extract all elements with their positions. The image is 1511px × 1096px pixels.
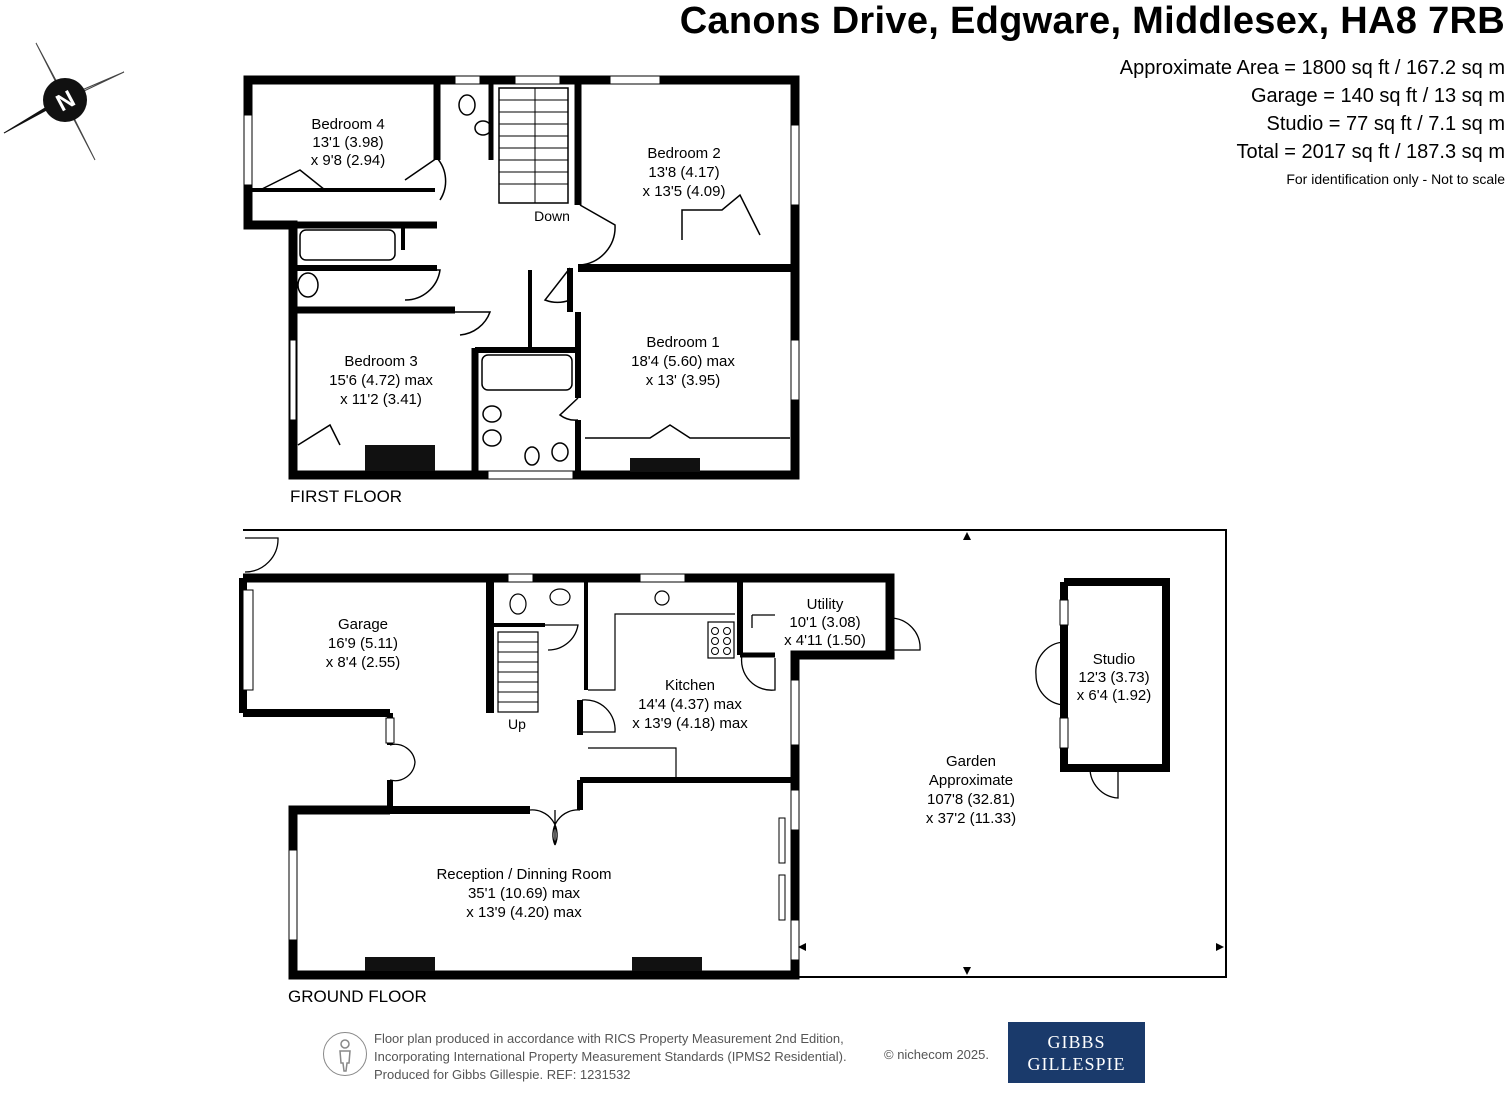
stairs-label: Up: [508, 716, 526, 732]
room-dimension: 16'9 (5.11): [328, 635, 398, 652]
room-dimension: x 6'4 (1.92): [1077, 687, 1152, 704]
room-dimension: x 13' (3.95): [646, 372, 721, 389]
room-name: Bedroom 3: [344, 353, 417, 370]
ground-floor-plan: [239, 529, 1227, 980]
agent-logo: GIBBS GILLESPIE: [1008, 1022, 1145, 1083]
room-dimension: x 8'4 (2.55): [326, 654, 401, 671]
room-dimension: x 13'9 (4.20) max: [466, 904, 582, 921]
room-name: Bedroom 4: [311, 116, 384, 133]
room-dimension: 13'1 (3.98): [312, 134, 383, 151]
room-name: Bedroom 2: [647, 145, 720, 162]
room-dimension: 10'1 (3.08): [789, 614, 860, 631]
room-name: Garden: [946, 753, 996, 770]
area-line: Total = 2017 sq ft / 187.3 sq m: [1236, 141, 1506, 163]
person-icon: [323, 1032, 367, 1076]
room-dimension: x 37'2 (11.33): [926, 810, 1016, 827]
room-dimension: 13'8 (4.17): [648, 164, 719, 181]
footer-line: Floor plan produced in accordance with R…: [374, 1031, 844, 1046]
first-floor-plan: [243, 75, 800, 480]
area-line: Approximate Area = 1800 sq ft / 167.2 sq…: [1119, 57, 1505, 79]
room-note: Approximate: [929, 772, 1013, 789]
room-dimension: 14'4 (4.37) max: [638, 696, 742, 713]
logo-line: GILLESPIE: [1027, 1054, 1126, 1074]
room-dimension: 35'1 (10.69) max: [468, 885, 581, 902]
floor-label: GROUND FLOOR: [288, 987, 427, 1006]
footer-notes: Floor plan produced in accordance with R…: [374, 1030, 847, 1084]
room-name: Reception / Dinning Room: [436, 866, 611, 883]
area-line: Studio = 77 sq ft / 7.1 sq m: [1266, 113, 1505, 135]
room-name: Utility: [807, 596, 844, 613]
room-dimension: 15'6 (4.72) max: [329, 372, 433, 389]
disclaimer-note: For identification only - Not to scale: [1286, 171, 1505, 187]
floor-label: FIRST FLOOR: [290, 487, 402, 506]
logo-line: GIBBS: [1047, 1032, 1106, 1052]
stairs-label: Down: [534, 208, 570, 224]
room-dimension: 107'8 (32.81): [927, 791, 1015, 808]
room-name: Bedroom 1: [646, 334, 719, 351]
copyright-text: © nichecom 2025.: [884, 1047, 989, 1062]
room-dimension: x 13'5 (4.09): [643, 183, 726, 200]
room-name: Studio: [1093, 651, 1136, 668]
footer-line: Produced for Gibbs Gillespie. REF: 12315…: [374, 1067, 631, 1082]
room-dimension: 18'4 (5.60) max: [631, 353, 735, 370]
room-dimension: x 9'8 (2.94): [311, 152, 386, 169]
room-dimension: x 11'2 (3.41): [340, 391, 422, 408]
room-name: Kitchen: [665, 677, 715, 694]
area-summary: Approximate Area = 1800 sq ft / 167.2 sq…: [1120, 54, 1505, 192]
room-dimension: 12'3 (3.73): [1078, 669, 1149, 686]
property-address-title: Canons Drive, Edgware, Middlesex, HA8 7R…: [679, 0, 1505, 42]
compass-icon: N: [3, 42, 125, 161]
room-dimension: x 13'9 (4.18) max: [632, 715, 748, 732]
room-dimension: x 4'11 (1.50): [784, 632, 866, 649]
footer-line: Incorporating International Property Mea…: [374, 1049, 847, 1064]
area-line: Garage = 140 sq ft / 13 sq m: [1250, 85, 1505, 107]
room-name: Garage: [338, 616, 388, 633]
